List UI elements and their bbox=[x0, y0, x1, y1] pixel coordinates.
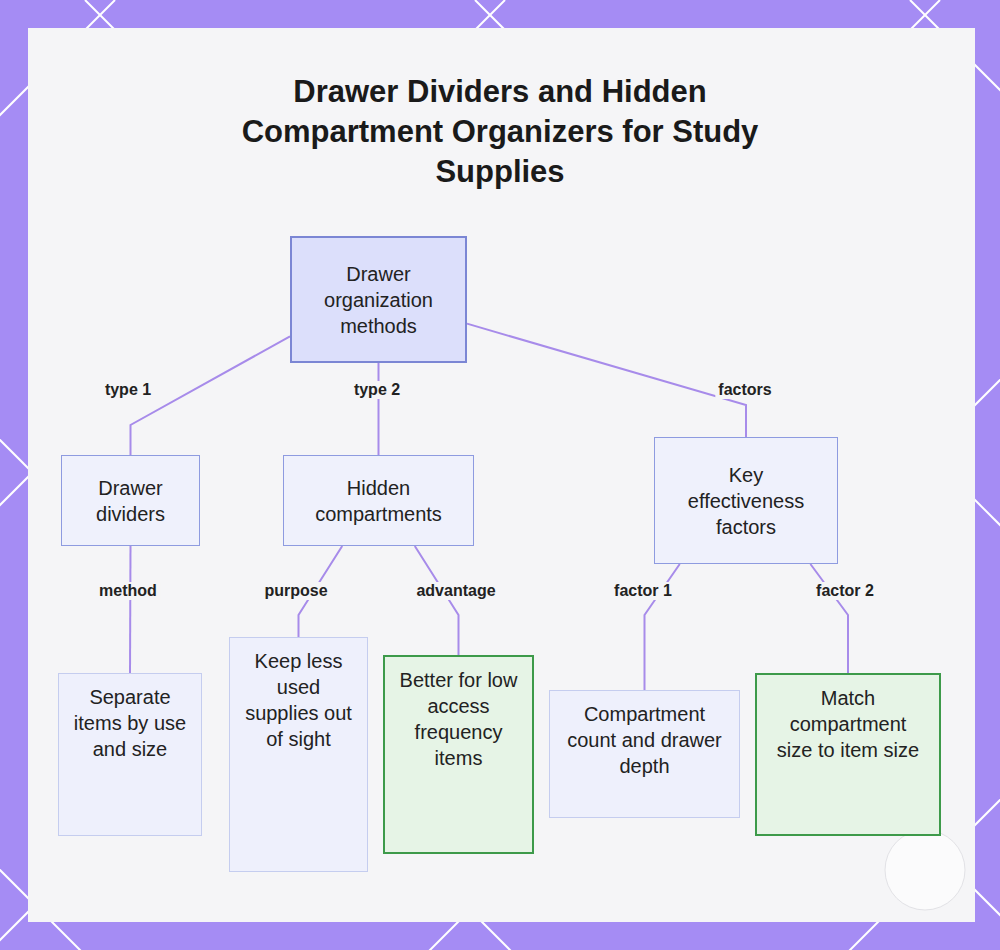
edge-label: advantage bbox=[413, 582, 498, 600]
connector-line bbox=[131, 336, 291, 455]
root-box: Drawer organization methods bbox=[290, 236, 467, 363]
diagram-title: Drawer Dividers and Hidden Compartment O… bbox=[200, 72, 800, 192]
edge-label: type 2 bbox=[351, 381, 403, 399]
category-box: Key effectiveness factors bbox=[654, 437, 838, 564]
detail-box: Compartment count and drawer depth bbox=[549, 690, 740, 818]
highlight-box: Better for low access frequency items bbox=[383, 655, 534, 854]
connector-line bbox=[810, 564, 848, 673]
category-box: Hidden compartments bbox=[283, 455, 474, 546]
node-label: Key effectiveness factors bbox=[669, 462, 823, 540]
connector-line bbox=[129, 546, 132, 673]
edge-label: factor 2 bbox=[813, 582, 877, 600]
edge-label: factors bbox=[715, 381, 774, 399]
edge-label: factor 1 bbox=[611, 582, 675, 600]
node-label: Drawer dividers bbox=[76, 475, 185, 527]
edge-label: type 1 bbox=[102, 381, 154, 399]
white-panel bbox=[28, 28, 975, 922]
logo-badge bbox=[885, 830, 965, 910]
node-label: Separate items by use and size bbox=[73, 684, 187, 762]
node-label: Match compartment size to item size bbox=[771, 685, 925, 763]
connector-line bbox=[467, 324, 746, 437]
node-label: Compartment count and drawer depth bbox=[564, 701, 725, 779]
detail-box: Keep less used supplies out of sight bbox=[229, 637, 368, 872]
node-label: Drawer organization methods bbox=[306, 261, 451, 339]
connector-line bbox=[415, 546, 459, 655]
detail-box: Separate items by use and size bbox=[58, 673, 202, 836]
edge-label: method bbox=[96, 582, 160, 600]
connector-line bbox=[378, 363, 380, 455]
highlight-box: Match compartment size to item size bbox=[755, 673, 941, 836]
category-box: Drawer dividers bbox=[61, 455, 200, 546]
node-label: Hidden compartments bbox=[298, 475, 459, 527]
node-label: Better for low access frequency items bbox=[399, 667, 518, 771]
edge-label: purpose bbox=[261, 582, 330, 600]
node-label: Keep less used supplies out of sight bbox=[244, 648, 353, 752]
